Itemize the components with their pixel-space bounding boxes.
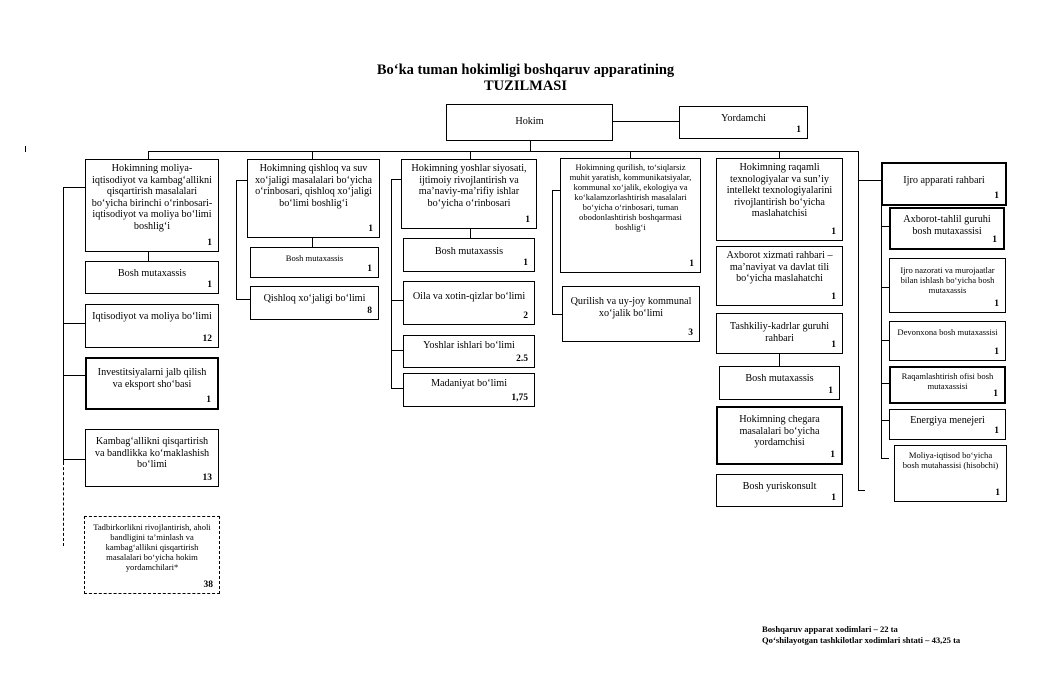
col1-item-4-box: Kambag‘allikni qisqartirish va bandlikka… bbox=[85, 429, 219, 487]
col6-item-1-label: Axborot-tahlil guruhi bosh mutaxassisi bbox=[903, 214, 991, 237]
col2-item-1-label: Bosh mutaxassis bbox=[285, 253, 344, 263]
col1-item-1-count: 1 bbox=[207, 280, 212, 290]
hokim-box: Hokim bbox=[446, 104, 613, 141]
col5-item-3-box: Bosh mutaxassis 1 bbox=[719, 366, 840, 400]
col5-item-4-count: 1 bbox=[830, 450, 835, 460]
col3-item-2-count: 2 bbox=[523, 311, 528, 321]
col1-item-5-count: 38 bbox=[203, 580, 214, 590]
col2-item-2-box: Qishloq xo‘jaligi bo‘limi 8 bbox=[250, 286, 379, 320]
col5-head-count: 1 bbox=[831, 227, 836, 237]
col6-item-3-box: Devonxona bosh mutaxassisi 1 bbox=[889, 321, 1006, 361]
chart-subtitle: TUZILMASI bbox=[484, 78, 567, 94]
col5-item-2-label: Tashkiliy-kadrlar guruhi rahbari bbox=[729, 321, 830, 344]
col2-head-count: 1 bbox=[368, 224, 373, 234]
col1-item-2-box: Iqtisodiyot va moliya bo‘limi 12 bbox=[85, 304, 219, 348]
col2-item-2-label: Qishloq xo‘jaligi bo‘limi bbox=[263, 293, 366, 304]
col6-item-6-box: Moliya-iqtisod bo‘yicha bosh mutahassisi… bbox=[894, 445, 1007, 502]
col1-item-4-count: 13 bbox=[202, 473, 213, 483]
col6-item-1-count: 1 bbox=[992, 235, 997, 245]
footer-total-organizations: Qo‘shilayotgan tashkilotlar xodimlari sh… bbox=[762, 635, 961, 645]
col3-head-label: Hokimning yoshlar siyosati, ijtimoiy riv… bbox=[411, 163, 527, 209]
col6-item-2-label: Ijro nazorati va murojaatlar bilan ishla… bbox=[900, 265, 995, 295]
col6-item-2-box: Ijro nazorati va murojaatlar bilan ishla… bbox=[889, 258, 1006, 313]
col5-item-3-count: 1 bbox=[828, 386, 833, 396]
margin-mark bbox=[25, 146, 26, 152]
col3-item-3-count: 2.5 bbox=[516, 354, 528, 364]
col3-item-4-count: 1,75 bbox=[511, 393, 528, 403]
col2-head-box: Hokimning qishloq va suv xo‘jaligi masal… bbox=[247, 159, 380, 238]
col6-item-5-box: Energiya menejeri 1 bbox=[889, 409, 1006, 440]
col4-item-1-box: Qurilish va uy-joy kommunal xo‘jalik bo‘… bbox=[562, 286, 700, 342]
col3-item-3-label: Yoshlar ishlari bo‘limi bbox=[423, 340, 515, 351]
footer-total-apparatus: Boshqaruv apparat xodimlari – 22 ta bbox=[762, 624, 898, 634]
col3-item-1-count: 1 bbox=[523, 258, 528, 268]
col5-item-1-label: Axborot xizmati rahbari – ma’naviyat va … bbox=[726, 250, 833, 285]
col4-head-count: 1 bbox=[689, 259, 694, 269]
col2-item-2-count: 8 bbox=[367, 306, 372, 316]
col4-item-1-count: 3 bbox=[688, 328, 693, 338]
col6-head-label: Ijro apparati rahbari bbox=[903, 175, 985, 186]
col6-item-6-label: Moliya-iqtisod bo‘yicha bosh mutahassisi… bbox=[902, 450, 999, 470]
chart-title: Bo‘ka tuman hokimligi boshqaruv apparati… bbox=[376, 62, 675, 78]
col6-head-box: Ijro apparati rahbari 1 bbox=[881, 162, 1007, 206]
col4-item-1-label: Qurilish va uy-joy kommunal xo‘jalik bo‘… bbox=[570, 296, 692, 319]
dashed-connector bbox=[63, 462, 64, 546]
col6-item-4-label: Raqamlashtirish ofisi bosh mutaxassisi bbox=[901, 371, 994, 391]
col3-item-3-box: Yoshlar ishlari bo‘limi 2.5 bbox=[403, 335, 535, 368]
col5-item-2-count: 1 bbox=[831, 340, 836, 350]
col4-head-label: Hokimning qurilish, to‘siqlarsiz muhit y… bbox=[569, 162, 692, 232]
col5-item-2-box: Tashkiliy-kadrlar guruhi rahbari 1 bbox=[716, 313, 843, 354]
col6-item-1-box: Axborot-tahlil guruhi bosh mutaxassisi 1 bbox=[889, 207, 1005, 250]
col6-item-3-label: Devonxona bosh mutaxassisi bbox=[897, 327, 998, 337]
col1-head-count: 1 bbox=[207, 238, 212, 248]
col5-item-3-label: Bosh mutaxassis bbox=[745, 373, 814, 384]
col6-item-4-box: Raqamlashtirish ofisi bosh mutaxassisi 1 bbox=[889, 366, 1006, 404]
col5-item-4-label: Hokimning chegara masalalari bo‘yicha yo… bbox=[739, 414, 820, 449]
col3-item-4-box: Madaniyat bo‘limi 1,75 bbox=[403, 373, 535, 407]
yordamchi-box: Yordamchi 1 bbox=[679, 106, 808, 139]
col4-head-box: Hokimning qurilish, to‘siqlarsiz muhit y… bbox=[560, 158, 701, 273]
yordamchi-label: Yordamchi bbox=[721, 113, 766, 124]
col6-item-6-count: 1 bbox=[995, 488, 1000, 498]
col1-item-3-box: Investitsiyalarni jalb qilish va eksport… bbox=[85, 357, 219, 410]
col5-item-1-box: Axborot xizmati rahbari – ma’naviyat va … bbox=[716, 246, 843, 306]
col1-head-label: Hokimning moliya-iqtisodiyot va kambag‘a… bbox=[91, 163, 213, 232]
col1-item-2-label: Iqtisodiyot va moliya bo‘limi bbox=[92, 311, 212, 322]
col6-item-5-count: 1 bbox=[994, 426, 999, 436]
col6-item-5-label: Energiya menejeri bbox=[910, 415, 985, 426]
col3-head-box: Hokimning yoshlar siyosati, ijtimoiy riv… bbox=[401, 159, 537, 229]
col3-item-2-box: Oila va xotin-qizlar bo‘limi 2 bbox=[403, 281, 535, 325]
col3-item-2-label: Oila va xotin-qizlar bo‘limi bbox=[412, 291, 526, 302]
col2-item-1-count: 1 bbox=[367, 264, 372, 274]
col1-item-2-count: 12 bbox=[202, 334, 213, 344]
col3-item-1-label: Bosh mutaxassis bbox=[434, 246, 504, 257]
col5-item-5-box: Bosh yuriskonsult 1 bbox=[716, 474, 843, 507]
col2-head-label: Hokimning qishloq va suv xo‘jaligi masal… bbox=[254, 163, 373, 209]
col2-item-1-box: Bosh mutaxassis 1 bbox=[250, 247, 379, 278]
col1-item-1-label: Bosh mutaxassis bbox=[117, 268, 187, 279]
col1-item-5-label: Tadbirkorlikni rivojlantirish, aholi ban… bbox=[93, 522, 211, 572]
col1-head-box: Hokimning moliya-iqtisodiyot va kambag‘a… bbox=[85, 159, 219, 252]
hokim-label: Hokim bbox=[515, 116, 544, 127]
col6-item-2-count: 1 bbox=[994, 299, 999, 309]
col5-head-box: Hokimning raqamli texnologiyalar va sun’… bbox=[716, 158, 843, 241]
col1-item-3-count: 1 bbox=[206, 395, 211, 405]
col5-item-1-count: 1 bbox=[831, 292, 836, 302]
col1-item-5-box: Tadbirkorlikni rivojlantirish, aholi ban… bbox=[84, 516, 220, 594]
col1-item-3-label: Investitsiyalarni jalb qilish va eksport… bbox=[97, 367, 207, 390]
col3-head-count: 1 bbox=[525, 215, 530, 225]
col6-head-count: 1 bbox=[994, 191, 999, 201]
col3-item-4-label: Madaniyat bo‘limi bbox=[430, 378, 508, 389]
col6-item-3-count: 1 bbox=[994, 347, 999, 357]
col5-item-4-box: Hokimning chegara masalalari bo‘yicha yo… bbox=[716, 406, 843, 465]
col5-head-label: Hokimning raqamli texnologiyalar va sun’… bbox=[726, 162, 833, 220]
col1-item-4-label: Kambag‘allikni qisqartirish va bandlikka… bbox=[94, 436, 210, 471]
col6-item-4-count: 1 bbox=[993, 389, 998, 399]
yordamchi-count: 1 bbox=[796, 125, 801, 135]
col5-item-5-count: 1 bbox=[831, 493, 836, 503]
col3-item-1-box: Bosh mutaxassis 1 bbox=[403, 238, 535, 272]
col5-item-5-label: Bosh yuriskonsult bbox=[742, 481, 817, 492]
col1-item-1-box: Bosh mutaxassis 1 bbox=[85, 261, 219, 294]
